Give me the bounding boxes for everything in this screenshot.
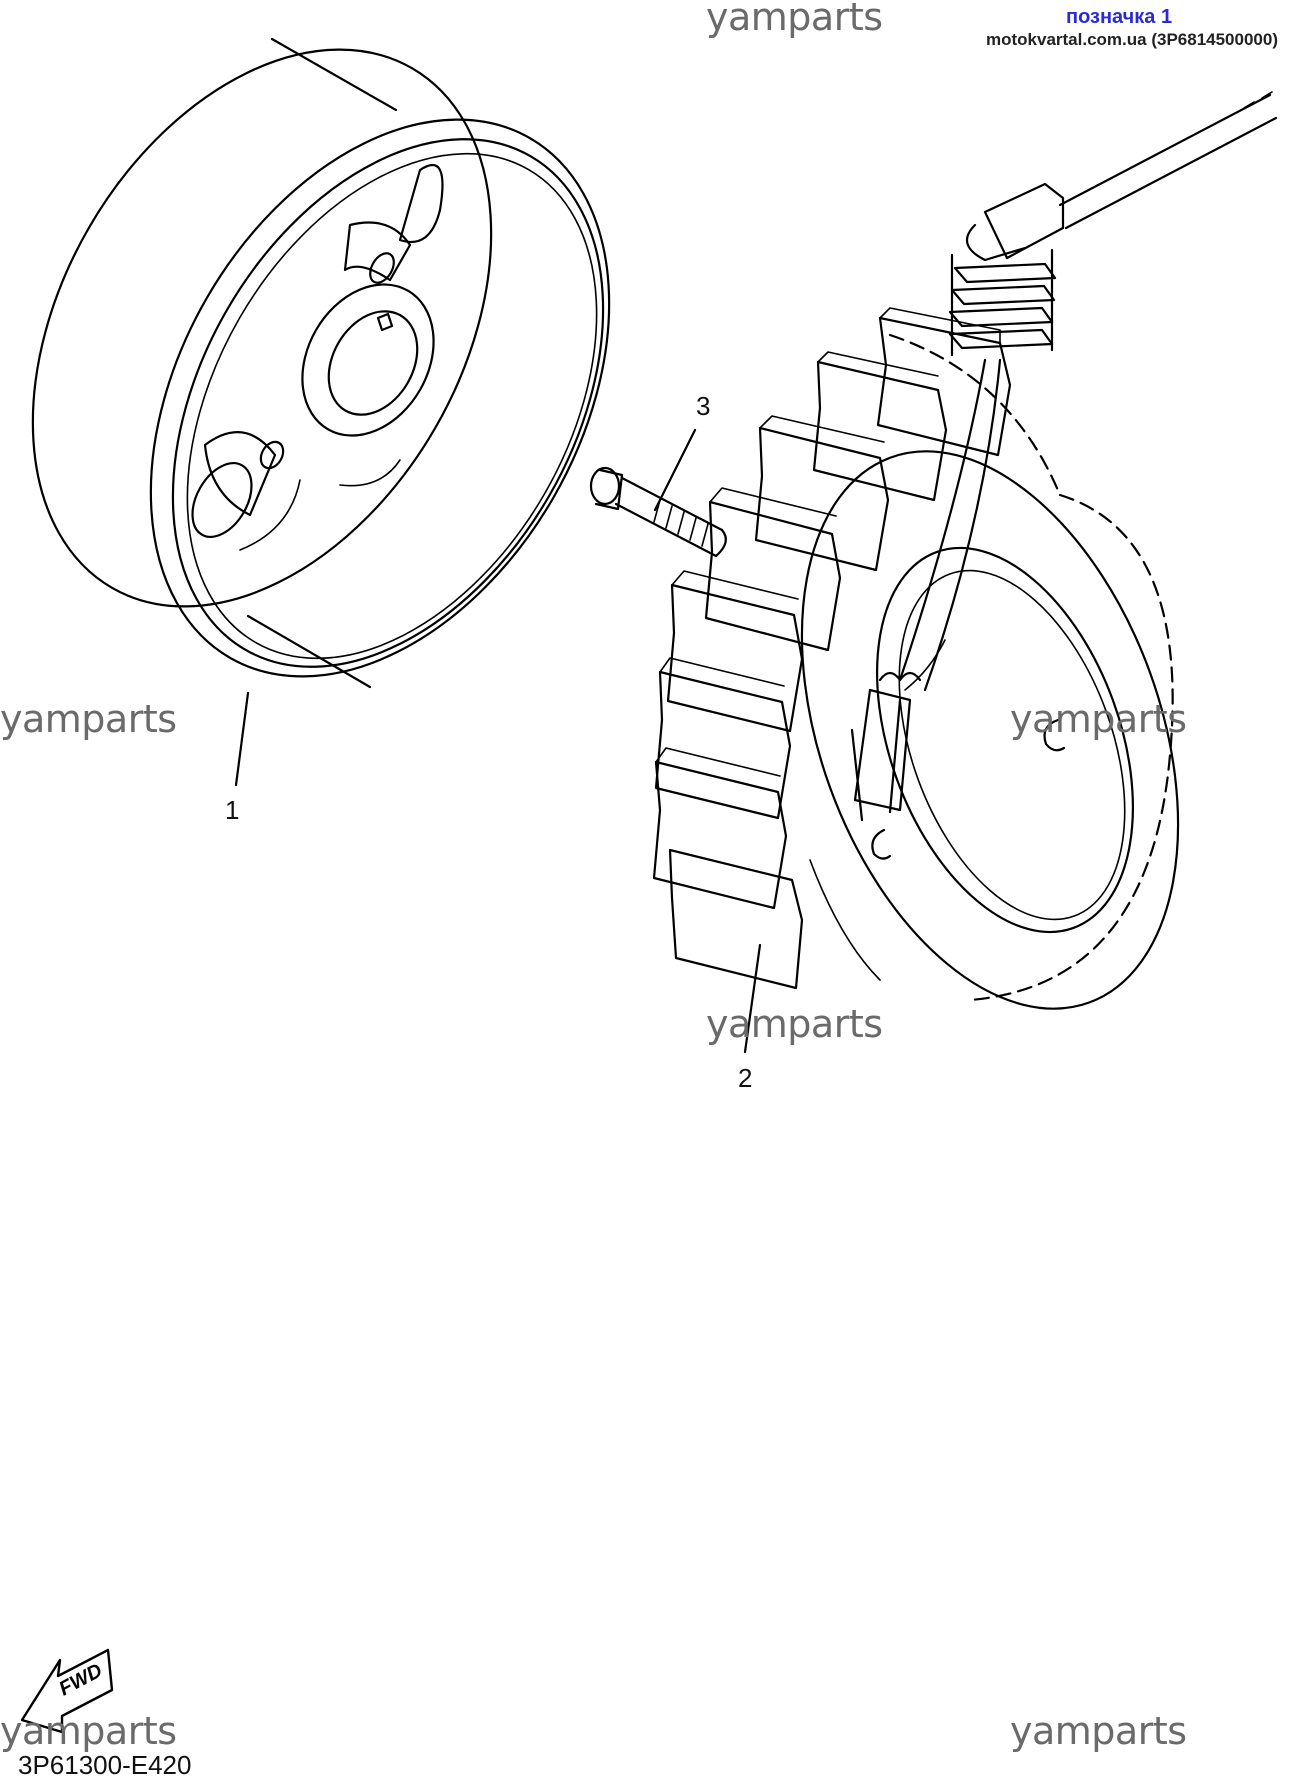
lead-wire xyxy=(850,91,1278,822)
callout-3: 3 xyxy=(696,391,711,421)
leader-2 xyxy=(743,943,762,1054)
callout-2: 2 xyxy=(738,1063,753,1093)
watermark: yamparts xyxy=(0,697,177,741)
watermark: yamparts xyxy=(0,1709,177,1753)
rotor-flywheel xyxy=(31,37,611,689)
watermark: yamparts xyxy=(1010,1709,1187,1753)
callout-1: 1 xyxy=(225,795,240,825)
diagram-code: 3P61300-E420 xyxy=(18,1750,192,1780)
stator-coil xyxy=(652,307,1180,1010)
tag-site: motokvartal.com.ua (3P6814500000) xyxy=(986,30,1278,49)
bolt xyxy=(589,466,727,558)
watermark: yamparts xyxy=(706,0,883,39)
fwd-arrow-icon xyxy=(20,1648,114,1734)
leader-3 xyxy=(653,428,697,512)
watermark: yamparts xyxy=(1010,697,1187,741)
tag-label: позначка 1 xyxy=(1066,6,1173,28)
watermark: yamparts xyxy=(706,1002,883,1046)
leader-1 xyxy=(234,691,250,787)
